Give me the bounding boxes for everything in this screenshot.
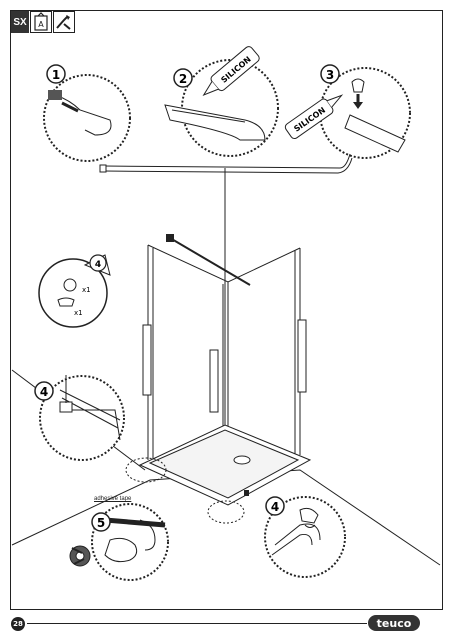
page-number: 28 [11, 617, 25, 631]
bubble-step-marker [89, 254, 107, 272]
tool-letter: A [38, 20, 44, 29]
step-4-right-detail [264, 496, 346, 578]
profile-rail [99, 153, 353, 174]
side-code-badge: SX [11, 11, 29, 33]
step-1-detail [43, 74, 131, 162]
step-4-left-marker [34, 381, 54, 401]
silicone-tube-icon: A [30, 11, 52, 33]
brand-logo: teuco [368, 615, 420, 631]
adhesive-tape-label: adhesive tape [94, 496, 132, 502]
shower-enclosure [138, 234, 312, 506]
room-corner-lines [11, 168, 441, 566]
step-2-marker [173, 68, 193, 88]
step-3-marker [320, 64, 340, 84]
front-callout-ring [207, 500, 245, 524]
step-3-detail: SILICON [284, 67, 411, 159]
step-5-marker [91, 512, 111, 532]
footer-divider [27, 623, 367, 624]
step-3-number: 3 [326, 68, 334, 82]
step-1-number: 1 [52, 68, 60, 82]
step-4-right-number: 4 [271, 500, 279, 514]
step-4-left-number: 4 [40, 385, 48, 399]
step-1-marker [46, 64, 66, 84]
step-2-number: 2 [179, 72, 187, 86]
qty-label-b: x1 [74, 309, 83, 317]
step-2-detail: SILICON [164, 46, 279, 157]
page-frame [10, 10, 443, 610]
hand-tool-icon [53, 11, 75, 33]
left-callout-ring [125, 457, 167, 483]
bubble-step-number: 4 [95, 260, 101, 270]
step-4-left-detail [39, 375, 125, 461]
step-5-number: 5 [97, 516, 105, 530]
qty-label-a: x1 [82, 286, 91, 294]
step-4-right-marker [265, 496, 285, 516]
step-5-detail [69, 503, 169, 581]
